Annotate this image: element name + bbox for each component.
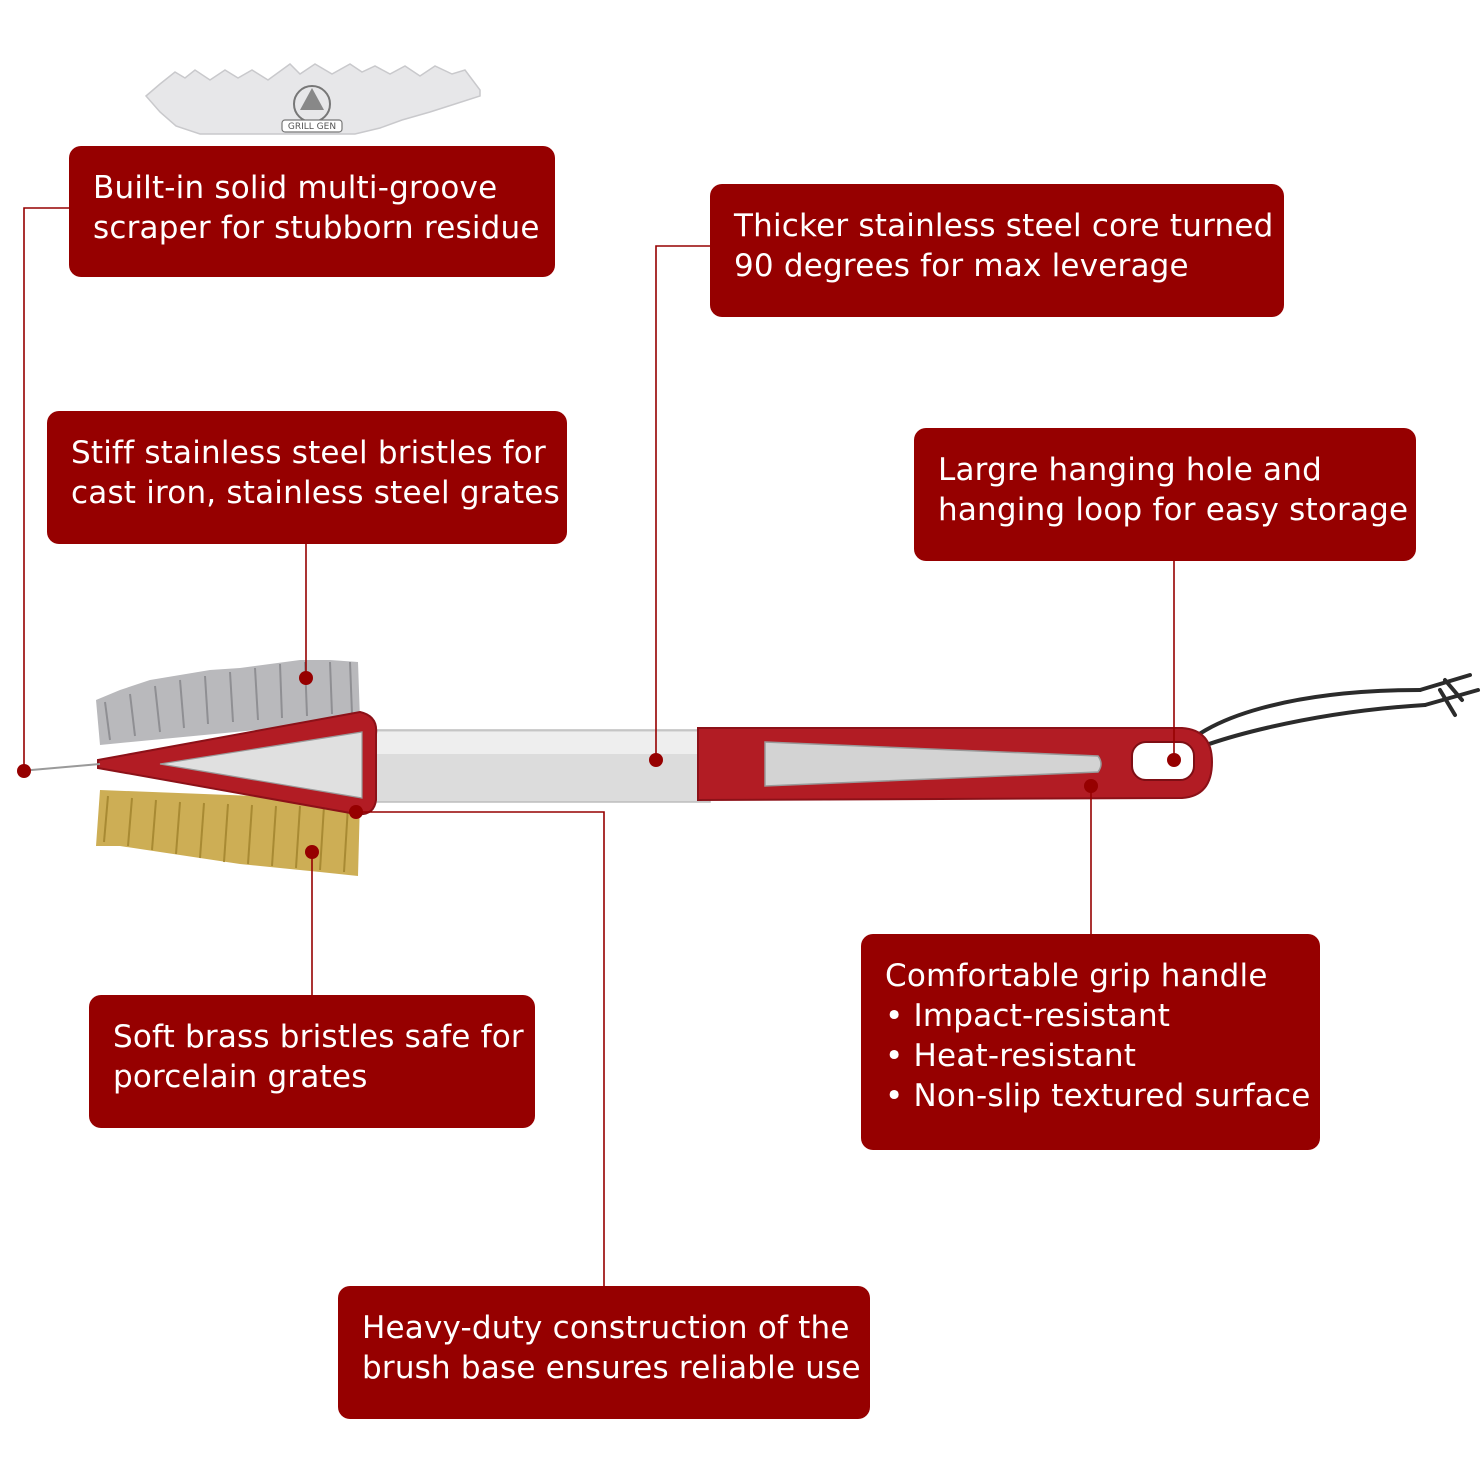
scraper-logo-text: GRILL GEN — [288, 122, 336, 132]
callout-scraper-line-1: Built-in solid multi-groove — [93, 170, 498, 206]
callout-scraper-line-2: scraper for stubborn residue — [93, 210, 540, 246]
callout-hanging-line-1: Largre hanging hole and — [938, 452, 1322, 488]
grip-handle — [697, 727, 1214, 802]
hanging-loop — [1170, 673, 1480, 762]
callout-brass-bristles: Soft brass bristles safe for porcelain g… — [89, 995, 535, 1128]
callout-brass-bristles-line-1: Soft brass bristles safe for — [113, 1019, 524, 1055]
callout-core-line-1: Thicker stainless steel core turned — [734, 208, 1274, 244]
callout-grip: Comfortable grip handle • Impact-resista… — [861, 934, 1320, 1150]
callout-grip-bullet-1: • Impact-resistant — [885, 998, 1171, 1034]
callout-steel-bristles-line-2: cast iron, stainless steel grates — [71, 475, 560, 511]
callout-brass-bristles-line-2: porcelain grates — [113, 1059, 368, 1095]
scraper-plate: GRILL GEN — [144, 63, 481, 135]
scraper-edge — [19, 763, 101, 772]
callout-scraper: Built-in solid multi-groove scraper for … — [69, 146, 555, 277]
callout-core-line-2: 90 degrees for max leverage — [734, 248, 1189, 284]
connector-dots — [17, 671, 1181, 859]
callout-hanging: Largre hanging hole and hanging loop for… — [914, 428, 1416, 561]
callout-base-line-1: Heavy-duty construction of the — [362, 1310, 850, 1346]
callout-steel-bristles-line-1: Stiff stainless steel bristles for — [71, 435, 546, 471]
brass-bristles — [96, 790, 360, 876]
callout-hanging-line-2: hanging loop for easy storage — [938, 492, 1409, 528]
callout-steel-bristles: Stiff stainless steel bristles for cast … — [47, 411, 567, 544]
callout-core: Thicker stainless steel core turned 90 d… — [710, 184, 1284, 317]
callout-grip-bullet-3: • Non-slip textured surface — [885, 1078, 1311, 1114]
callout-grip-title: Comfortable grip handle — [885, 958, 1268, 994]
hanging-hole — [1131, 741, 1195, 781]
callout-grip-bullet-2: • Heat-resistant — [885, 1038, 1137, 1074]
callout-base-line-2: brush base ensures reliable use — [362, 1350, 861, 1386]
callout-base: Heavy-duty construction of the brush bas… — [338, 1286, 870, 1419]
connector-lines — [23, 207, 1175, 1286]
